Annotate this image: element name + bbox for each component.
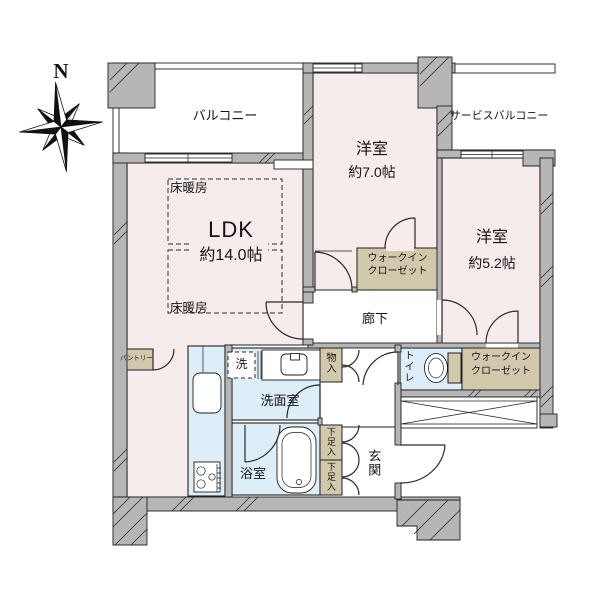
windows: [144, 63, 524, 170]
entrance-door: [399, 444, 446, 484]
vanity-sink-icon: [257, 349, 321, 381]
stove-icon: [193, 461, 221, 493]
corridor-label: 廊下: [361, 311, 388, 326]
service-balcony-rail: [451, 63, 556, 74]
bedroom5-door: [441, 299, 478, 336]
storage-label: 物入: [324, 352, 335, 374]
compass-north-label: N: [53, 59, 69, 83]
compass-rose-icon: [19, 82, 103, 172]
pantry-label: パントリー: [120, 355, 153, 362]
wic2-label-line1: ウォークイン: [471, 352, 531, 363]
ldk-size-label: 約14.0帖: [199, 247, 263, 264]
washroom-door: [286, 384, 321, 419]
shoe-box-2-label: 下足入: [325, 462, 336, 492]
kitchen-sink-icon: [192, 346, 222, 414]
door-openings: [386, 246, 518, 348]
bedroom5-window: [460, 150, 524, 159]
bedroom7-name-label: 洋室: [355, 141, 388, 158]
bedroom5-floor: [441, 157, 541, 346]
bathtub-icon: [276, 426, 317, 494]
bathroom-door: [244, 424, 281, 463]
fixtures: [192, 250, 538, 494]
floor-heating-zones: [167, 178, 283, 314]
wic2-label-line2: クローゼット: [471, 366, 531, 377]
ldk-counter-bar: [273, 159, 314, 170]
shoe-box-2-doors: [341, 459, 360, 496]
wic1-label-line1: ウォークイン: [367, 253, 428, 264]
pantry-door: [152, 348, 175, 371]
porch-cross-box: [400, 396, 538, 429]
doors: [152, 217, 519, 496]
toilet-door: [362, 351, 399, 386]
storage-double-doors: [341, 349, 360, 383]
bedroom7-window: [312, 63, 363, 73]
floor-heating-1-label: 床暖房: [170, 181, 208, 195]
toilet-icon: [424, 352, 462, 384]
wic1-label-line2: クローゼット: [367, 266, 428, 277]
entrance-label: 玄関: [366, 449, 382, 477]
floor-heating-2-label: 床暖房: [170, 301, 208, 315]
bedroom5-size-label: 約5.2帖: [468, 255, 516, 271]
wic2-door: [485, 310, 519, 344]
shoe-box-1-label: 下足入: [325, 427, 336, 457]
wic1-door: [384, 217, 416, 249]
bedroom5-name-label: 洋室: [475, 229, 508, 246]
ldk-window: [144, 153, 233, 163]
bedroom7-door: [314, 251, 353, 291]
wall-hatches: [109, 56, 554, 546]
compass-major-points: [19, 82, 103, 172]
laundry-space: [227, 351, 256, 379]
laundry-label: 洗: [235, 357, 248, 371]
bedroom7-size-label: 約7.0帖: [348, 164, 396, 180]
service-balcony-label: サービスバルコニー: [449, 110, 549, 122]
toilet-label: トイレ: [402, 350, 413, 383]
washroom-label: 洗面室: [260, 393, 300, 408]
balcony-label: バルコニー: [192, 108, 258, 123]
ldk-door: [265, 301, 304, 340]
shoe-box-1-doors: [341, 424, 360, 461]
bathroom-label: 浴室: [239, 466, 266, 481]
ldk-name-label: LDK: [208, 217, 254, 242]
